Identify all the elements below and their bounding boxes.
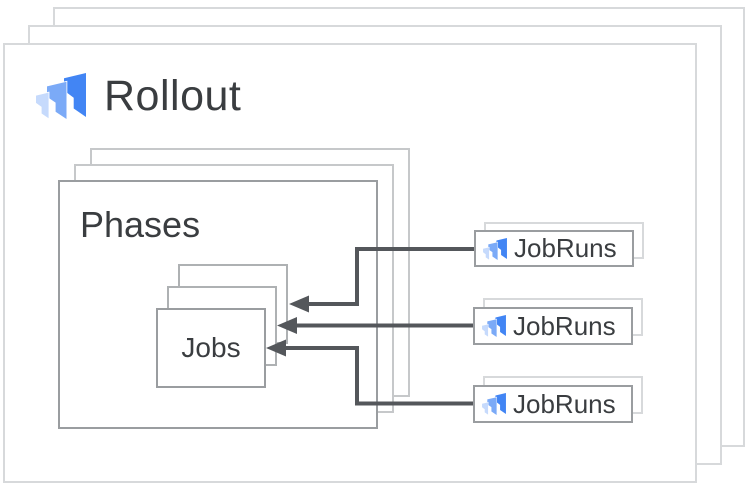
cloud-deploy-icon bbox=[483, 237, 507, 260]
cloud-deploy-icon bbox=[482, 315, 506, 337]
jobrun-2-label: JobRuns bbox=[513, 310, 616, 341]
phases-title: Phases bbox=[80, 204, 201, 245]
jobrun-3-label: JobRuns bbox=[513, 388, 616, 419]
cloud-deploy-icon bbox=[36, 73, 86, 119]
jobrun-1-label: JobRuns bbox=[514, 233, 617, 263]
jobrun-1-card: JobRuns bbox=[474, 230, 634, 267]
jobrun-3-card: JobRuns bbox=[473, 385, 633, 423]
cloud-deploy-icon bbox=[482, 393, 506, 415]
jobs-card-front: Jobs bbox=[156, 308, 266, 388]
rollout-header: Rollout bbox=[36, 72, 241, 120]
jobrun-2-card: JobRuns bbox=[473, 307, 633, 345]
jobs-label: Jobs bbox=[181, 332, 241, 363]
rollout-title: Rollout bbox=[104, 72, 242, 120]
